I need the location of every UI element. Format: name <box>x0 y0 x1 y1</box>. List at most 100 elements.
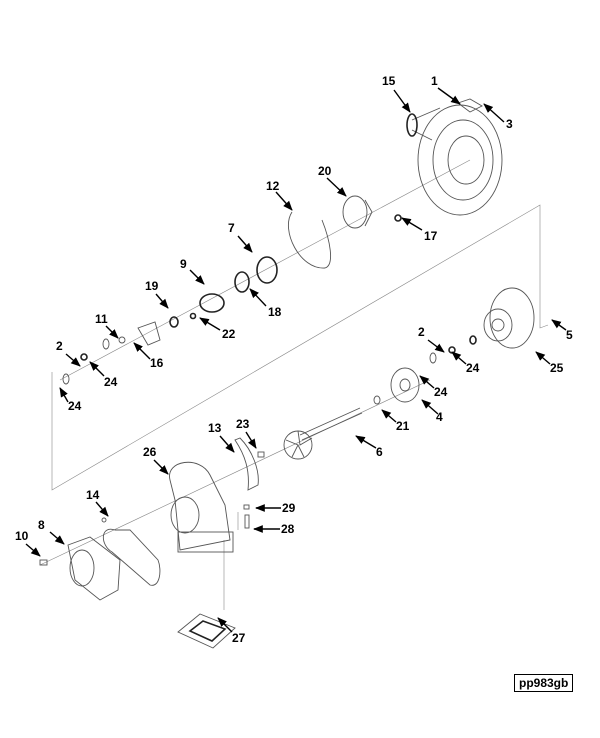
callout-arrow <box>245 431 257 449</box>
callout-arrow <box>551 319 567 331</box>
callout-17: 17 <box>401 217 438 243</box>
callout-number: 5 <box>566 328 573 342</box>
callout-12: 12 <box>266 179 293 211</box>
callout-number: 25 <box>550 361 564 375</box>
callout-arrow <box>275 191 293 211</box>
callout-arrow <box>59 387 69 403</box>
assembly-lines <box>39 159 549 610</box>
callout-11: 11 <box>95 312 119 339</box>
callout-arrow <box>219 435 235 453</box>
callout-number: 9 <box>180 257 187 271</box>
callout-number: 29 <box>282 501 296 515</box>
callout-1: 1 <box>431 74 461 105</box>
callout-21: 21 <box>381 409 410 433</box>
callout-26: 26 <box>143 445 169 475</box>
callout-5: 5 <box>551 319 573 342</box>
callout-number: 24 <box>466 361 480 375</box>
callout-number: 12 <box>266 179 280 193</box>
callout-10: 10 <box>15 529 41 557</box>
callout-number: 16 <box>150 356 164 370</box>
callout-number: 10 <box>15 529 29 543</box>
callout-arrow <box>217 617 233 633</box>
callout-13: 13 <box>208 421 235 453</box>
callout-number: 18 <box>268 305 282 319</box>
callout-4: 4 <box>421 399 443 424</box>
callout-7: 7 <box>228 221 253 253</box>
callout-number: 4 <box>436 410 443 424</box>
callout-20: 20 <box>318 164 347 197</box>
callout-arrow <box>155 293 169 309</box>
callout-28: 28 <box>253 522 295 536</box>
callout-number: 2 <box>418 325 425 339</box>
callout-arrow <box>451 351 467 365</box>
callout-16: 16 <box>133 342 164 370</box>
callout-number: 27 <box>232 631 246 645</box>
callout-24: 24 <box>451 351 480 375</box>
callout-29: 29 <box>255 501 296 515</box>
callout-number: 19 <box>145 279 159 293</box>
callout-18: 18 <box>249 288 282 319</box>
callout-arrow <box>133 342 151 360</box>
callout-number: 17 <box>424 229 438 243</box>
callout-number: 13 <box>208 421 222 435</box>
callout-number: 3 <box>506 117 513 131</box>
callout-number: 15 <box>382 74 396 88</box>
callout-number: 6 <box>376 445 383 459</box>
callout-24: 24 <box>59 387 82 413</box>
callout-number: 7 <box>228 221 235 235</box>
callout-number: 28 <box>281 522 295 536</box>
callout-number: 24 <box>68 399 82 413</box>
callout-24: 24 <box>89 361 118 389</box>
callout-19: 19 <box>145 279 169 309</box>
callout-arrow <box>427 339 445 353</box>
callout-2: 2 <box>56 339 81 367</box>
callout-9: 9 <box>180 257 205 285</box>
callout-number: 2 <box>56 339 63 353</box>
callout-arrow <box>437 87 461 105</box>
callout-arrow <box>393 89 411 113</box>
callout-27: 27 <box>217 617 246 645</box>
callout-arrow <box>249 288 267 307</box>
callout-arrow <box>237 235 253 253</box>
callout-arrow <box>381 409 397 423</box>
callout-arrow <box>89 361 105 377</box>
callout-number: 14 <box>86 488 100 502</box>
callout-arrow <box>65 353 81 367</box>
callout-number: 22 <box>222 327 236 341</box>
callout-3: 3 <box>483 103 513 131</box>
callout-number: 24 <box>434 385 448 399</box>
callout-number: 23 <box>236 417 250 431</box>
callout-number: 26 <box>143 445 157 459</box>
callout-arrow <box>483 103 505 123</box>
callout-arrow <box>25 543 41 557</box>
callout-arrow <box>153 459 169 475</box>
callout-22: 22 <box>199 317 236 341</box>
callout-arrow <box>535 351 551 365</box>
callout-8: 8 <box>38 518 65 545</box>
callout-24: 24 <box>419 375 448 399</box>
callout-25: 25 <box>535 351 564 375</box>
reference-code-label: pp983gb <box>514 674 574 692</box>
callout-arrow <box>419 375 435 389</box>
callout-number: 21 <box>396 419 410 433</box>
bearing-housing <box>373 287 535 405</box>
callout-number: 24 <box>104 375 118 389</box>
callout-number: 11 <box>95 312 108 326</box>
callout-arrow <box>49 531 65 545</box>
compressor-parts <box>62 195 402 385</box>
callout-number: 1 <box>431 74 438 88</box>
callout-arrow <box>326 177 347 197</box>
compressor-housing <box>406 98 503 216</box>
callout-arrow <box>189 269 205 285</box>
callout-15: 15 <box>382 74 411 113</box>
callout-arrow <box>105 325 119 339</box>
callout-number: 20 <box>318 164 332 178</box>
callout-arrow <box>355 435 377 449</box>
callout-arrow <box>95 501 109 517</box>
callout-arrow <box>199 317 221 331</box>
callout-23: 23 <box>236 417 257 449</box>
callout-number: 8 <box>38 518 45 532</box>
